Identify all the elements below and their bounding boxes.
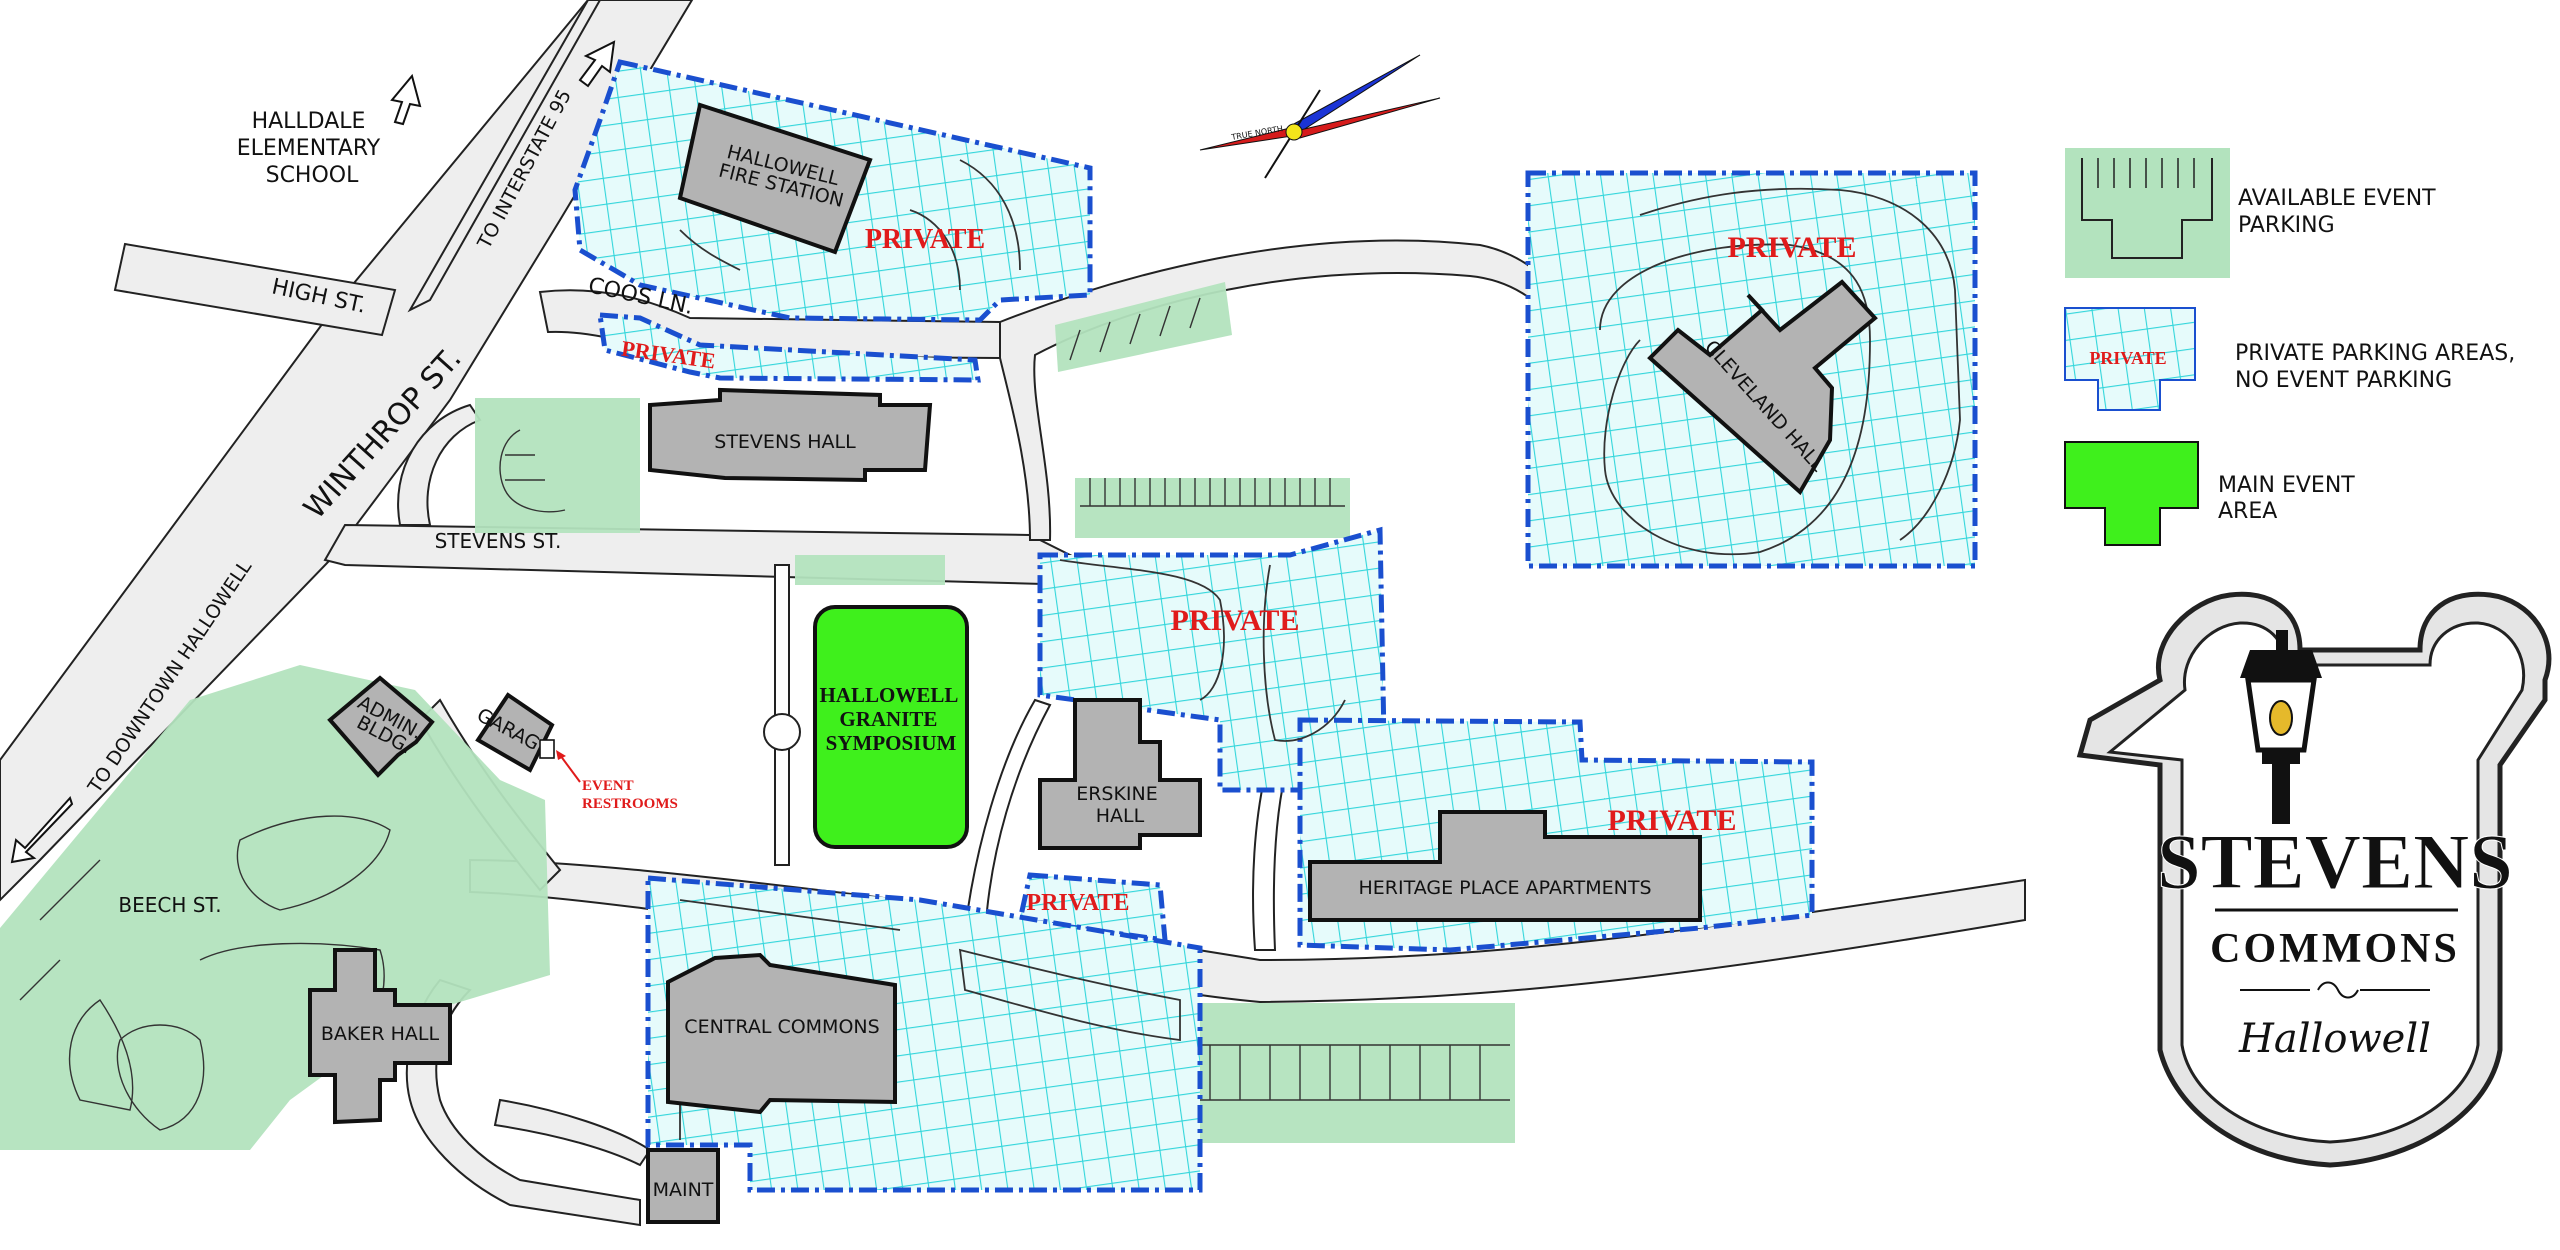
private-labels: PRIVATE PRIVATE PRIVATE PRIVATE PRIVATE … [620,224,1857,916]
legend-stall-lines [2097,158,2195,188]
main-event-area[interactable] [813,605,969,849]
logo-line2: COMMONS [2210,926,2460,972]
logo-line1: STEVENS [2157,818,2513,905]
building-admin[interactable] [327,675,435,778]
building-cleveland-hall[interactable] [1647,279,1878,496]
restrooms-marker [539,739,555,759]
restrooms-arrow-icon [556,750,566,760]
main-event-label: HALLOWELL GRANITE SYMPOSIUM [820,683,963,755]
building-central-commons[interactable] [666,952,897,1115]
private-label-fire: PRIVATE [865,224,985,255]
stevens-hall-label: STEVENS HALL [714,431,856,453]
lantern-icon [2240,630,2322,824]
central-commons-label: CENTRAL COMMONS [684,1016,879,1038]
winthrop-street [0,0,694,902]
legend-available-box [2065,148,2230,278]
arrow-interstate-icon [578,40,616,88]
legend-main-text: MAIN EVENT AREA [2218,473,2362,524]
legend-private-text: PRIVATE PARKING AREAS, NO EVENT PARKING [2235,341,2522,393]
building-garage[interactable] [475,692,555,773]
direction-arrows [10,40,616,864]
restrooms-pointer [559,754,581,783]
high-street [113,242,397,337]
legend-private-sample: PRIVATE [2089,348,2166,368]
event-parking-strip[interactable] [795,555,945,585]
stevens-street-label: STEVENS ST. [435,529,562,553]
legend: AVAILABLE EVENT PARKING PRIVATE PRIVATE … [2064,148,2522,546]
arrow-downtown-icon [10,796,74,864]
legend-private-box [2064,307,2196,411]
legend-available-stalls [2081,158,2213,259]
private-label-cleveland: PRIVATE [1728,231,1857,264]
east-road [999,239,1582,541]
building-heritage[interactable] [1308,810,1702,922]
erskine-label: ERSKINE HALL [1076,783,1164,827]
path-roundabout [763,713,801,751]
restrooms-label: EVENT RESTROOMS [582,778,678,812]
legend-available-text: AVAILABLE EVENT PARKING [2238,186,2443,238]
building-baker-hall[interactable] [308,948,452,1125]
legend-main-box [2064,441,2199,546]
event-parking-north-lot[interactable] [1075,478,1350,538]
heritage-drive [1252,774,1287,951]
erskine-drive [963,698,1052,937]
logo-sign-inner [2106,621,2526,1144]
event-parking-stevens-lot[interactable] [475,398,640,533]
interstate-road [407,0,602,313]
logo-flourish-icon [2240,981,2430,999]
arrow-up-icon [390,73,422,126]
south-road [493,1098,652,1167]
private-label-heritage: PRIVATE [1608,804,1737,837]
stevens-commons-logo: STEVENS COMMONS Hallowell [2076,591,2552,1168]
building-maint[interactable] [646,1148,720,1224]
building-stevens-hall[interactable] [648,387,933,483]
event-parking-southeast[interactable] [1175,1003,1515,1143]
building-erskine[interactable] [1038,698,1202,850]
event-restrooms: EVENT RESTROOMS [539,739,678,812]
building-fire-station[interactable] [677,102,873,255]
compass-center-icon [1285,123,1303,141]
event-parking-stalls [19,297,1510,1131]
private-label-small: PRIVATE [1026,890,1129,916]
compass: TRUE NORTH [1199,54,1441,179]
logo-line3: Hallowell [2238,1016,2431,1062]
school-label: HALLDALE ELEMENTARY SCHOOL [237,109,388,188]
heritage-label: HERITAGE PLACE APARTMENTS [1358,877,1651,899]
private-central[interactable] [645,875,1203,1193]
maint-label: MAINT [653,1179,714,1201]
beech-street-label: BEECH ST. [118,893,221,917]
private-label-erskine: PRIVATE [1171,604,1300,637]
private-area-details [679,159,1961,1140]
buildings [308,102,1878,1224]
baker-hall-label: BAKER HALL [321,1023,440,1045]
private-coos[interactable] [597,312,981,383]
event-parking-coos[interactable] [1055,282,1232,372]
